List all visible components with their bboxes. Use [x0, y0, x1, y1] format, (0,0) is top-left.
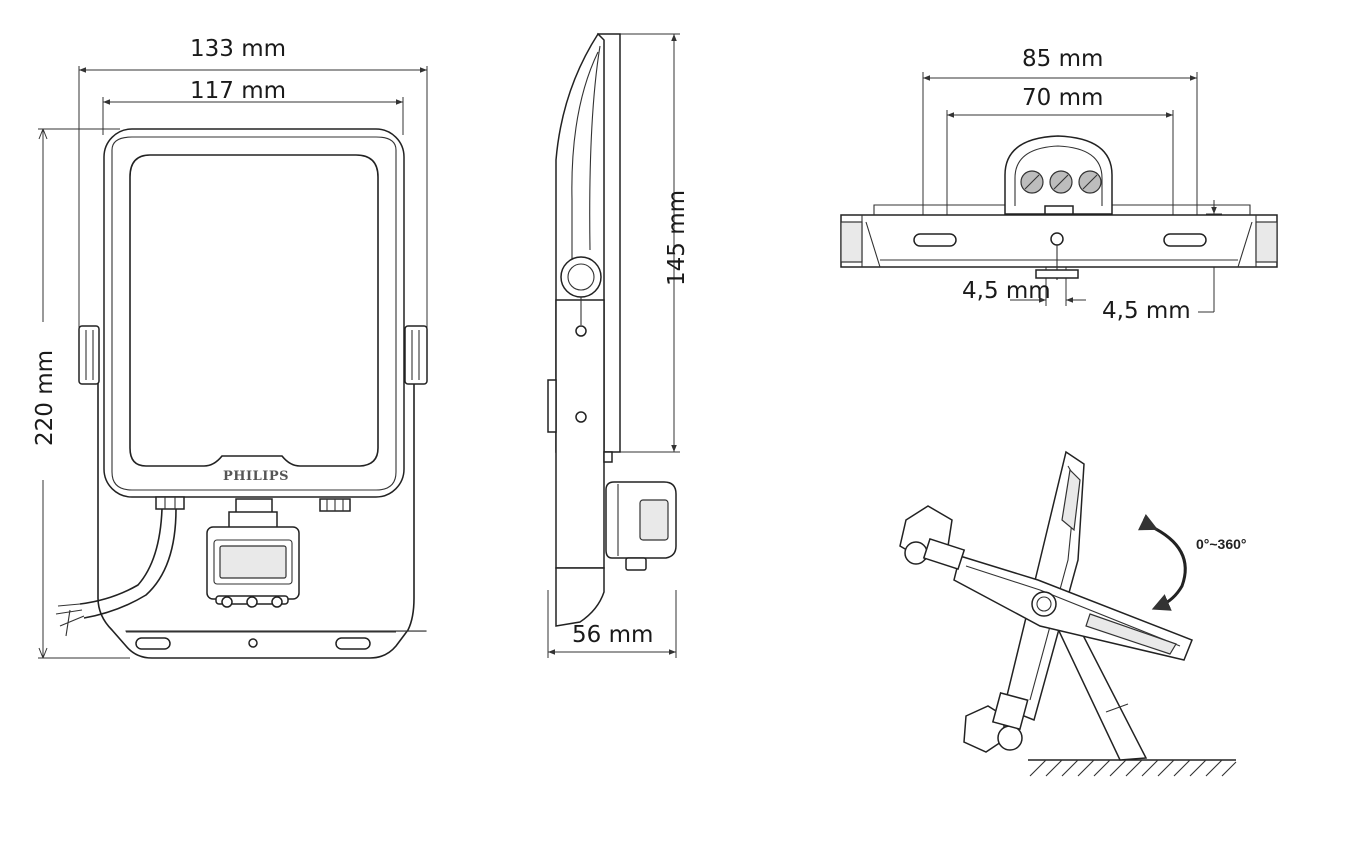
front-lens: [129, 154, 379, 467]
top-hole-label-a: 4,5 mm: [962, 278, 1051, 304]
front-dimension-lines: [38, 66, 428, 659]
front-bracket-left: [78, 325, 100, 385]
side-height-label: 145 mm: [664, 190, 690, 286]
ground-hatch: [1028, 759, 1237, 777]
top-slot-left: [913, 233, 957, 247]
front-view: 133 mm 117 mm 220 mm PHILIPS: [32, 36, 428, 659]
top-inner-label: 70 mm: [1022, 85, 1103, 111]
front-housing-body: [97, 330, 415, 659]
front-brand-logo: PHILIPS: [223, 469, 289, 484]
side-view: 145 mm 56 mm: [547, 32, 690, 658]
front-width-inner-label: 117 mm: [190, 78, 286, 104]
side-pivot-knob: [560, 256, 602, 423]
rotation-sensor-lower: [963, 692, 1029, 753]
top-sensor-dome: [1004, 135, 1113, 215]
rotation-sensor-upper: [899, 505, 966, 571]
side-depth-label: 56 mm: [572, 622, 653, 648]
front-width-outer-label: 133 mm: [190, 36, 286, 62]
side-motion-sensor: [605, 481, 677, 571]
rotation-arrow: [1137, 513, 1187, 611]
top-hole-label-b: 4,5 mm: [1102, 298, 1191, 324]
side-lower-body: [555, 299, 605, 569]
front-height-label: 220 mm: [32, 350, 58, 446]
rotation-label: 0°~360°: [1196, 536, 1247, 552]
front-frame: [103, 128, 405, 498]
top-view: 85 mm 70 mm 4,5 mm 4,5 mm: [840, 46, 1278, 324]
front-motion-sensor: [206, 498, 300, 608]
top-dimension-lines: [922, 72, 1222, 313]
front-mounting-slots: [125, 630, 427, 650]
side-dimension-lines: [547, 33, 680, 658]
top-slot-right: [1163, 233, 1207, 247]
front-cable: [55, 508, 177, 637]
front-cable-gland: [155, 496, 185, 510]
front-terminal-block: [319, 498, 351, 512]
rotation-view: 0°~360°: [899, 450, 1247, 777]
rotation-pivot-knob: [1031, 591, 1057, 617]
front-bracket-right: [404, 325, 428, 385]
top-outer-label: 85 mm: [1022, 46, 1103, 72]
